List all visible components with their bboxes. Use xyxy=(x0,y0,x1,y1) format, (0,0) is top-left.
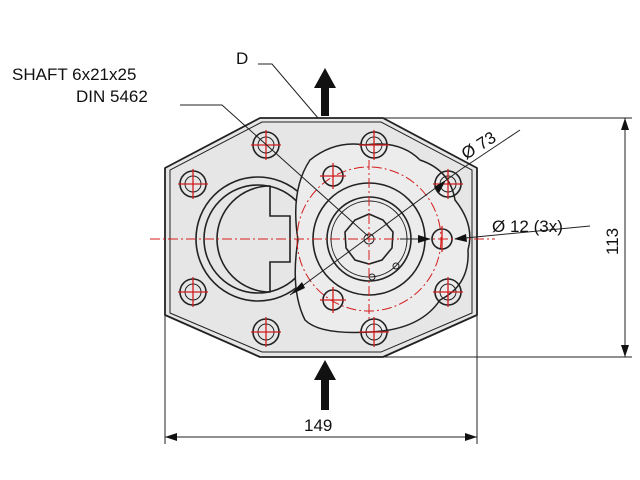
bolt-icon xyxy=(178,277,208,307)
flange-holes xyxy=(320,163,453,313)
bolt-icon xyxy=(359,317,389,347)
flow-arrow-up-icon xyxy=(314,68,336,116)
width-dimension: 149 xyxy=(304,416,332,435)
bolt-icon xyxy=(178,169,208,199)
shaft-standard-label: DIN 5462 xyxy=(76,87,148,106)
bolt-icon xyxy=(433,169,463,199)
bolt-icon xyxy=(433,277,463,307)
bolts xyxy=(178,130,463,347)
shaft-spec-label: SHAFT 6x21x25 xyxy=(12,65,136,84)
bolt-icon xyxy=(251,130,281,160)
port-label: D xyxy=(236,49,248,68)
flow-arrow-in-icon xyxy=(314,360,336,410)
height-dimension: 113 xyxy=(603,228,622,255)
bolt-icon xyxy=(359,130,389,160)
bolt-icon xyxy=(251,317,281,347)
hole-diameter-label: Ø 12 (3x) xyxy=(492,217,563,236)
